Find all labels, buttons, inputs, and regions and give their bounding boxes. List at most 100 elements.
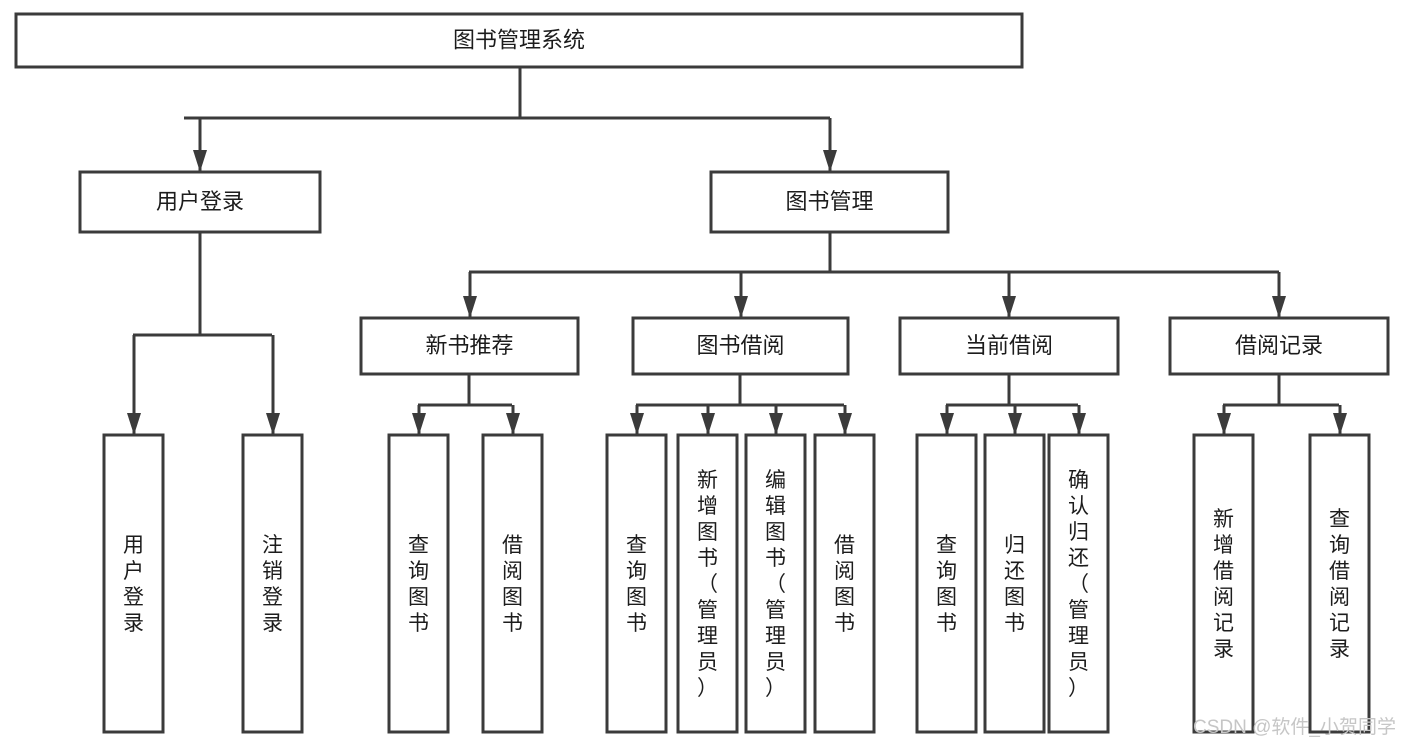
node-leaf-add-book[interactable]: 新增图书（管理员）: [676, 433, 739, 734]
node-label-book-borrow: 图书借阅: [696, 333, 784, 358]
connector-bus-current-borrow: [946, 374, 1078, 407]
edge-book-manage-to-new-book-rec: [463, 272, 477, 318]
edge-current-borrow-to-leaf-query-book-3: [940, 405, 954, 435]
arrow-head-icon: [412, 413, 426, 435]
node-leaf-user-login[interactable]: 用户登录: [102, 433, 165, 734]
edge-root-to-book-manage: [823, 118, 837, 172]
connector-bus-user-login: [133, 232, 272, 337]
node-label-leaf-edit-book: 编辑图书（管理员）: [765, 469, 786, 700]
node-label-leaf-add-book: 新增图书（管理员）: [697, 469, 718, 700]
connector-bus-book-manage: [469, 232, 1279, 274]
node-label-leaf-return-book: 归还图书: [1004, 534, 1025, 635]
edge-user-login-to-leaf-user-login: [127, 335, 141, 435]
arrow-head-icon: [1272, 296, 1286, 318]
node-box-borrow-record[interactable]: [1168, 316, 1390, 376]
node-leaf-borrow-book-2[interactable]: 借阅图书: [813, 433, 876, 734]
edge-book-borrow-to-leaf-add-book: [701, 405, 715, 435]
arrow-head-icon: [463, 296, 477, 318]
arrow-head-icon: [940, 413, 954, 435]
node-box-user-login[interactable]: [78, 170, 322, 234]
node-leaf-query-book-3[interactable]: 查询图书: [915, 433, 978, 734]
node-label-leaf-user-login: 用户登录: [123, 534, 144, 635]
arrow-head-icon: [193, 150, 207, 172]
node-borrow-record[interactable]: 借阅记录: [1168, 316, 1390, 376]
edge-book-borrow-to-leaf-borrow-book-2: [838, 405, 852, 435]
node-label-leaf-query-book-3: 查询图书: [936, 534, 957, 635]
node-current-borrow[interactable]: 当前借阅: [898, 316, 1120, 376]
node-leaf-query-book-2[interactable]: 查询图书: [605, 433, 668, 734]
node-box-leaf-user-login[interactable]: [102, 433, 165, 734]
node-box-current-borrow[interactable]: [898, 316, 1120, 376]
node-label-leaf-add-record: 新增借阅记录: [1213, 508, 1234, 661]
node-box-leaf-query-book-2[interactable]: [605, 433, 668, 734]
node-leaf-query-record[interactable]: 查询借阅记录: [1308, 433, 1371, 734]
edge-book-manage-to-borrow-record: [1272, 272, 1286, 318]
edge-user-login-to-leaf-logout: [266, 335, 280, 435]
arrow-head-icon: [1072, 413, 1086, 435]
edge-book-manage-to-book-borrow: [734, 272, 748, 318]
arrow-head-icon: [630, 413, 644, 435]
node-leaf-return-book[interactable]: 归还图书: [983, 433, 1046, 734]
arrow-head-icon: [838, 413, 852, 435]
edge-current-borrow-to-leaf-return-book: [1008, 405, 1022, 435]
connectors-layer: [127, 67, 1347, 435]
node-book-borrow[interactable]: 图书借阅: [631, 316, 850, 376]
node-box-leaf-query-record[interactable]: [1308, 433, 1371, 734]
node-box-leaf-return-book[interactable]: [983, 433, 1046, 734]
arrow-head-icon: [823, 150, 837, 172]
arrow-head-icon: [506, 413, 520, 435]
node-box-leaf-query-book-3[interactable]: [915, 433, 978, 734]
node-user-login[interactable]: 用户登录: [78, 170, 322, 234]
edge-borrow-record-to-leaf-query-record: [1333, 405, 1347, 435]
node-box-new-book-rec[interactable]: [359, 316, 580, 376]
connector-bus-new-book-rec: [418, 374, 512, 407]
arrow-head-icon: [769, 413, 783, 435]
node-new-book-rec[interactable]: 新书推荐: [359, 316, 580, 376]
node-leaf-confirm-return[interactable]: 确认归还（管理员）: [1047, 433, 1110, 734]
edge-root-to-user-login: [193, 118, 207, 172]
arrow-head-icon: [701, 413, 715, 435]
node-box-leaf-add-record[interactable]: [1192, 433, 1255, 734]
node-label-leaf-confirm-return: 确认归还（管理员）: [1068, 469, 1089, 700]
node-label-root: 图书管理系统: [453, 27, 585, 52]
node-root[interactable]: 图书管理系统: [14, 12, 1024, 69]
arrow-head-icon: [127, 413, 141, 435]
node-label-borrow-record: 借阅记录: [1235, 333, 1323, 358]
node-leaf-edit-book[interactable]: 编辑图书（管理员）: [744, 433, 807, 734]
arrow-head-icon: [1217, 413, 1231, 435]
edge-book-borrow-to-leaf-query-book-2: [630, 405, 644, 435]
node-box-leaf-borrow-book-1[interactable]: [481, 433, 544, 734]
watermark-label: CSDN @软件_小贺同学: [1193, 716, 1396, 738]
node-label-user-login: 用户登录: [156, 189, 244, 214]
arrow-head-icon: [1002, 296, 1016, 318]
edge-new-book-rec-to-leaf-borrow-book-1: [506, 405, 520, 435]
node-leaf-logout[interactable]: 注销登录: [241, 433, 304, 734]
node-box-book-manage[interactable]: [709, 170, 950, 234]
node-book-manage[interactable]: 图书管理: [709, 170, 950, 234]
arrow-head-icon: [734, 296, 748, 318]
node-box-leaf-query-book-1[interactable]: [387, 433, 450, 734]
node-box-leaf-logout[interactable]: [241, 433, 304, 734]
node-box-leaf-confirm-return[interactable]: [1047, 433, 1110, 734]
arrow-head-icon: [266, 413, 280, 435]
node-box-leaf-borrow-book-2[interactable]: [813, 433, 876, 734]
node-box-book-borrow[interactable]: [631, 316, 850, 376]
node-leaf-query-book-1[interactable]: 查询图书: [387, 433, 450, 734]
node-leaf-borrow-book-1[interactable]: 借阅图书: [481, 433, 544, 734]
node-label-book-manage: 图书管理: [785, 189, 873, 214]
node-label-leaf-borrow-book-1: 借阅图书: [502, 534, 523, 635]
node-label-new-book-rec: 新书推荐: [425, 333, 513, 358]
node-leaf-add-record[interactable]: 新增借阅记录: [1192, 433, 1255, 734]
node-box-root[interactable]: [14, 12, 1024, 69]
node-label-current-borrow: 当前借阅: [965, 333, 1053, 358]
node-label-leaf-query-book-1: 查询图书: [408, 534, 429, 635]
node-box-leaf-edit-book[interactable]: [744, 433, 807, 734]
edge-current-borrow-to-leaf-confirm-return: [1072, 405, 1086, 435]
connector-bus-book-borrow: [636, 374, 844, 407]
node-box-leaf-add-book[interactable]: [676, 433, 739, 734]
arrow-head-icon: [1008, 413, 1022, 435]
node-label-leaf-query-record: 查询借阅记录: [1329, 508, 1350, 661]
arrow-head-icon: [1333, 413, 1347, 435]
